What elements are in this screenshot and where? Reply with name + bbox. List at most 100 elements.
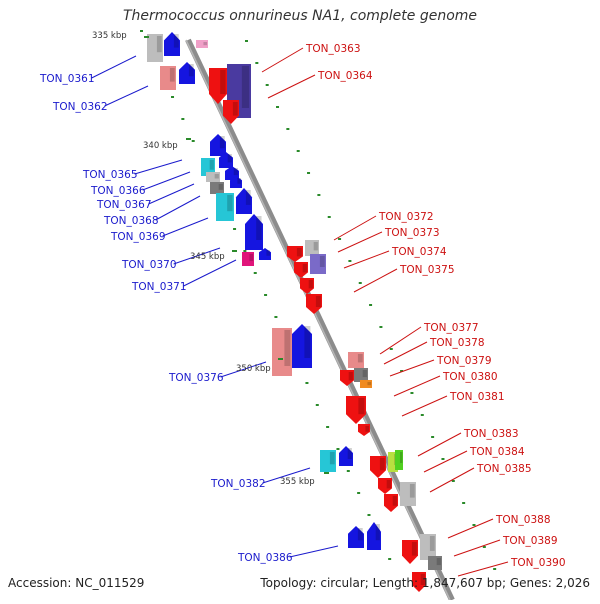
- kbp-tick-mark: [278, 358, 283, 360]
- gene-block: [245, 214, 263, 250]
- track-dot: [245, 40, 248, 42]
- track-dot: [472, 524, 476, 526]
- left-leader-line: [104, 85, 149, 107]
- left-gene-label: TON_0366: [90, 185, 146, 197]
- right-gene-label: TON_0389: [502, 535, 558, 547]
- gene-block: [300, 278, 314, 294]
- gene-block: [428, 556, 442, 570]
- left-leader-line: [155, 195, 201, 221]
- right-leader-line: [453, 539, 501, 557]
- gene-block: [210, 134, 226, 156]
- right-leader-line: [379, 326, 422, 355]
- track-dot: [191, 140, 195, 142]
- gene-block: [287, 246, 303, 262]
- track-dot: [379, 326, 383, 328]
- track-dot: [338, 238, 342, 240]
- gene-block: [201, 158, 215, 176]
- left-gene-label: TON_0365: [82, 169, 138, 181]
- left-leader-line: [183, 259, 237, 287]
- right-gene-label: TON_0363: [305, 43, 361, 55]
- track-dot: [255, 62, 259, 64]
- gene-block: [210, 182, 224, 194]
- track-dot: [451, 480, 455, 482]
- right-gene-label: TON_0385: [476, 463, 532, 475]
- track-dot: [317, 194, 321, 196]
- gene-block: [219, 152, 233, 168]
- track-dot: [305, 382, 309, 384]
- track-dot: [265, 84, 269, 86]
- kbp-tick-label: 350 kbp: [236, 364, 271, 374]
- track-dot: [348, 260, 352, 262]
- gene-block: [320, 450, 336, 472]
- left-leader-line: [162, 217, 209, 237]
- right-gene-label: TON_0374: [391, 246, 447, 258]
- gene-block: [354, 368, 368, 382]
- right-leader-line: [429, 467, 475, 493]
- gene-block: [339, 446, 353, 466]
- right-leader-line: [423, 450, 468, 473]
- gene-block: [196, 40, 208, 48]
- right-gene-label: TON_0379: [436, 355, 492, 367]
- gene-block: [292, 324, 312, 368]
- track-dot: [243, 250, 247, 252]
- track-dot: [389, 348, 393, 350]
- gene-block: [179, 62, 195, 84]
- gene-block: [348, 526, 364, 548]
- gene-block: [306, 294, 322, 314]
- track-dot: [276, 106, 280, 108]
- track-dot: [336, 448, 340, 450]
- gene-block: [367, 522, 381, 550]
- right-gene-label: TON_0377: [423, 322, 479, 334]
- kbp-tick-label: 355 kbp: [280, 477, 315, 487]
- track-dot: [400, 370, 404, 372]
- track-dot: [233, 228, 237, 230]
- track-dot: [286, 128, 290, 130]
- track-dot: [357, 492, 361, 494]
- gene-block: [294, 262, 308, 278]
- gene-block: [216, 193, 234, 221]
- track-dot: [493, 568, 497, 570]
- gene-block: [305, 240, 319, 256]
- gene-block: [209, 68, 227, 104]
- gene-block: [230, 176, 242, 188]
- left-gene-label: TON_0370: [121, 259, 177, 271]
- genome-backbone: [185, 38, 455, 602]
- right-gene-label: TON_0384: [469, 446, 525, 458]
- right-gene-label: TON_0381: [449, 391, 505, 403]
- track-dot: [441, 458, 445, 460]
- right-gene-label: TON_0383: [463, 428, 519, 440]
- gene-block: [402, 540, 418, 564]
- gene-block: [206, 172, 220, 182]
- right-leader-line: [417, 432, 462, 457]
- kbp-tick-label: 335 kbp: [92, 31, 127, 41]
- left-leader-line: [148, 183, 195, 205]
- left-gene-label: TON_0361: [39, 73, 95, 85]
- gene-block: [223, 100, 239, 124]
- left-leader-line: [134, 159, 183, 175]
- track-dot: [274, 316, 278, 318]
- right-leader-line: [383, 341, 428, 365]
- left-leader-line: [289, 545, 339, 558]
- right-leader-line: [337, 231, 383, 253]
- right-leader-line: [267, 74, 316, 99]
- gene-block: [164, 32, 180, 56]
- left-leader-line: [173, 247, 221, 265]
- right-leader-line: [343, 250, 390, 269]
- left-gene-label: TON_0386: [237, 552, 293, 564]
- left-gene-label: TON_0371: [131, 281, 187, 293]
- left-gene-label: TON_0376: [168, 372, 224, 384]
- genome-summary-text: Topology: circular; Length: 1,847,607 bp…: [260, 576, 590, 590]
- track-dot: [358, 282, 362, 284]
- gene-block: [395, 450, 403, 470]
- right-leader-line: [447, 518, 494, 539]
- track-dot: [315, 404, 319, 406]
- gene-block: [236, 188, 252, 214]
- left-gene-label: TON_0369: [110, 231, 166, 243]
- gene-block: [370, 456, 386, 478]
- gene-block: [259, 248, 271, 260]
- gene-block: [346, 396, 366, 424]
- right-gene-label: TON_0380: [442, 371, 498, 383]
- kbp-tick-mark: [186, 138, 191, 140]
- track-dot: [326, 426, 330, 428]
